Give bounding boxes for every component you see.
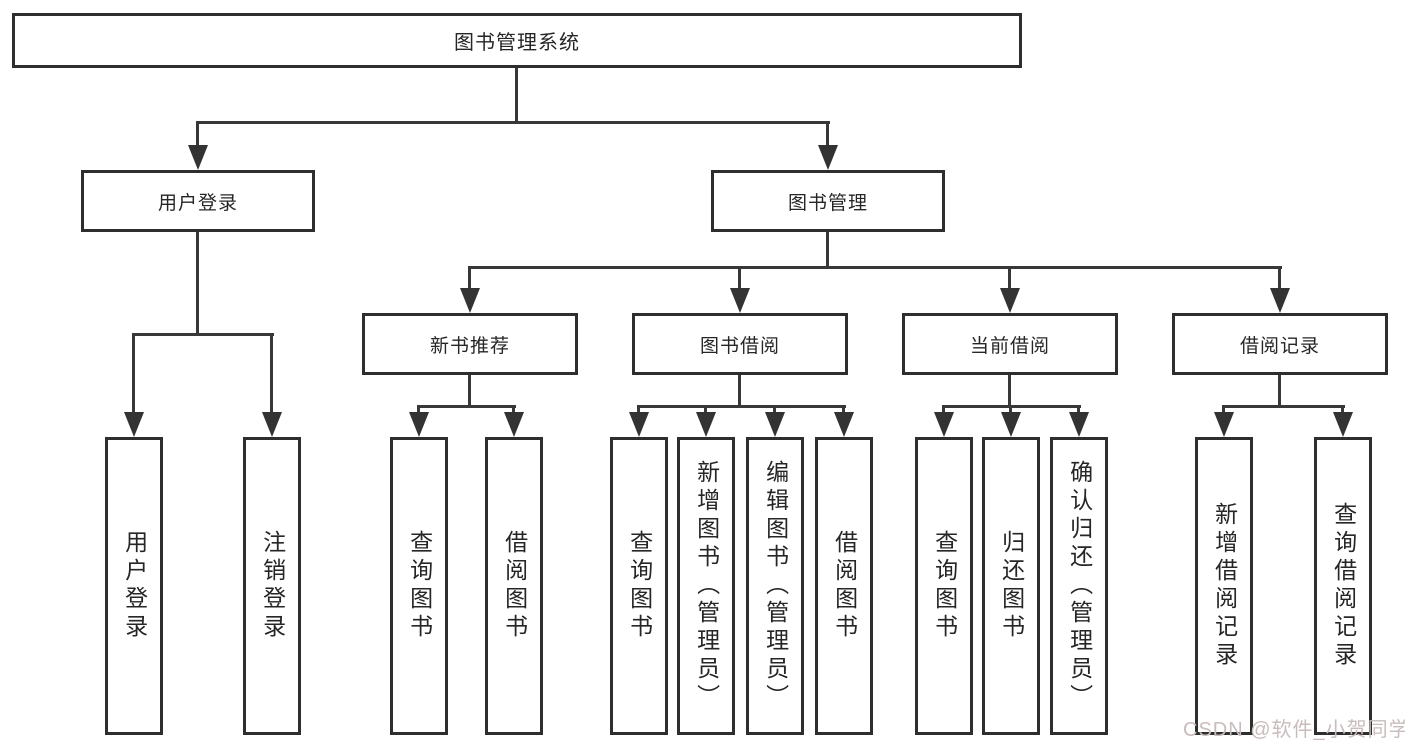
line-segment [1222,405,1225,415]
line-segment [1009,405,1012,415]
line-segment [1077,405,1080,415]
line-segment [468,266,471,291]
line-segment [1278,375,1281,408]
node-label: 图书管理系统 [454,32,580,54]
node-label: 新增图书（管理员） [693,460,720,712]
arrowhead-down-icon [730,288,750,313]
arrowhead-down-icon [1069,412,1089,437]
node-user-login-leaf: 用户登录 [105,437,163,735]
line-segment [1222,405,1345,408]
line-segment [704,405,707,415]
arrowhead-down-icon [1333,412,1353,437]
arrowhead-down-icon [504,412,524,437]
node-query-borrow-record: 查询借阅记录 [1314,437,1372,735]
arrowhead-down-icon [1001,412,1021,437]
node-book-management: 图书管理 [711,170,945,232]
arrowhead-down-icon [1214,412,1234,437]
node-label: 注销登录 [259,530,286,642]
node-label: 查询图书 [406,530,433,642]
line-segment [826,232,829,269]
node-query-books-2: 查询图书 [610,437,668,735]
node-add-books-admin: 新增图书（管理员） [677,437,735,735]
arrowhead-down-icon [834,412,854,437]
arrowhead-down-icon [818,145,838,170]
node-query-books-3: 查询图书 [915,437,973,735]
line-segment [468,375,471,408]
arrowhead-down-icon [262,412,282,437]
arrowhead-down-icon [1000,288,1020,313]
node-label: 图书借阅 [699,335,780,357]
line-segment [1341,405,1344,415]
node-label: 编辑图书（管理员） [762,460,789,712]
line-segment [942,405,945,415]
node-edit-books-admin: 编辑图书（管理员） [746,437,804,735]
line-segment [468,266,1282,269]
line-segment [1278,266,1281,291]
node-label: 查询借阅记录 [1330,502,1357,670]
node-label: 图书管理 [787,192,868,214]
node-label: 新增借阅记录 [1211,502,1238,670]
node-borrow-books-1: 借阅图书 [485,437,543,735]
line-segment [773,405,776,415]
node-label: 查询图书 [626,530,653,642]
line-segment [637,405,846,408]
line-segment [738,375,741,408]
node-label: 用户登录 [121,530,148,642]
line-segment [270,333,273,413]
node-label: 新书推荐 [429,335,510,357]
arrowhead-down-icon [629,412,649,437]
line-segment [417,405,516,408]
line-segment [132,333,274,336]
node-label: 查询图书 [931,530,958,642]
node-library-management-system: 图书管理系统 [12,13,1022,68]
line-segment [738,266,741,291]
node-current-borrowing: 当前借阅 [902,313,1118,375]
arrowhead-down-icon [934,412,954,437]
line-segment [132,333,135,413]
line-segment [512,405,515,415]
node-label: 当前借阅 [969,335,1050,357]
node-borrow-books-2: 借阅图书 [815,437,873,735]
watermark-csdn: CSDN @软件_小贺同学 [1183,719,1405,741]
line-segment [196,121,199,148]
node-query-books-1: 查询图书 [390,437,448,735]
line-segment [842,405,845,415]
node-label: 确认归还（管理员） [1066,460,1093,712]
arrowhead-down-icon [188,145,208,170]
node-borrowing-records: 借阅记录 [1172,313,1388,375]
line-segment [196,232,199,336]
node-label: 归还图书 [998,530,1025,642]
arrowhead-down-icon [409,412,429,437]
node-label: 用户登录 [157,192,238,214]
line-segment [515,68,518,121]
node-user-login: 用户登录 [81,170,315,232]
arrowhead-down-icon [765,412,785,437]
arrowhead-down-icon [696,412,716,437]
arrowhead-down-icon [124,412,144,437]
line-segment [417,405,420,415]
line-segment [1008,375,1011,408]
node-logout: 注销登录 [243,437,301,735]
node-label: 借阅图书 [831,530,858,642]
line-segment [1008,266,1011,291]
node-add-borrow-record: 新增借阅记录 [1195,437,1253,735]
arrowhead-down-icon [1270,288,1290,313]
node-label: 借阅图书 [501,530,528,642]
node-confirm-return-admin: 确认归还（管理员） [1050,437,1108,735]
line-segment [196,121,830,124]
node-return-books: 归还图书 [982,437,1040,735]
arrowhead-down-icon [460,288,480,313]
node-label: 借阅记录 [1239,335,1320,357]
line-segment [826,121,829,148]
line-segment [637,405,640,415]
node-new-book-recommend: 新书推荐 [362,313,578,375]
node-book-borrowing: 图书借阅 [632,313,848,375]
